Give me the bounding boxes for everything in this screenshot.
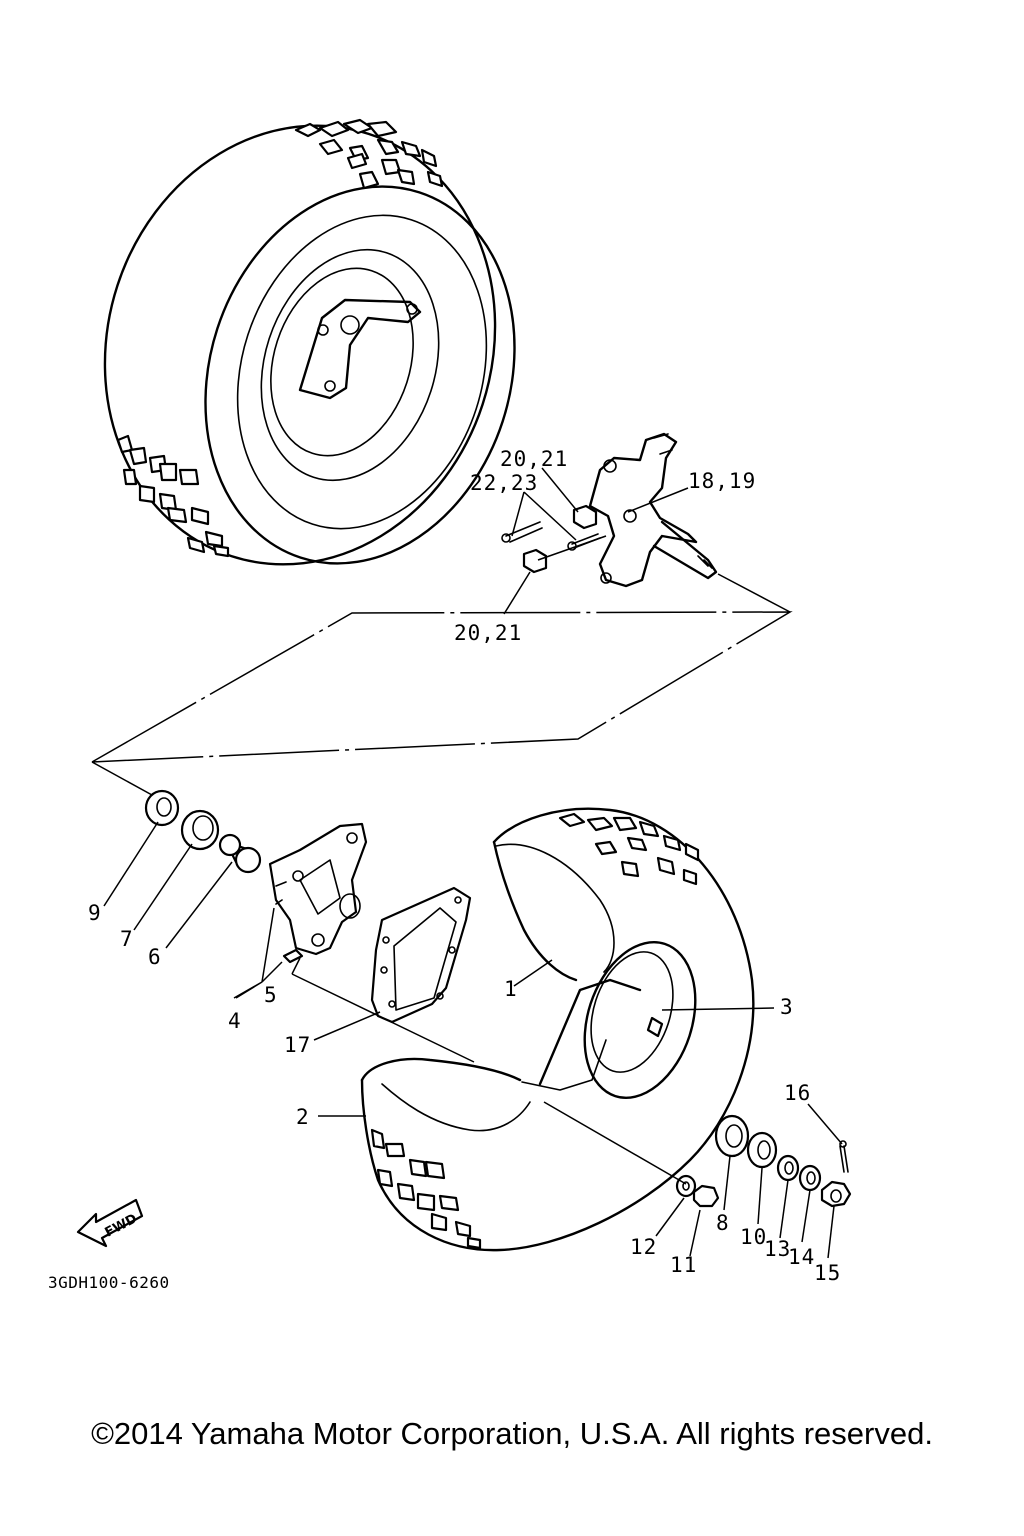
callout-8: 8 xyxy=(716,1211,730,1235)
diagram-code: 3GDH100-6260 xyxy=(48,1273,170,1292)
washer-13 xyxy=(776,1154,800,1182)
callout-20-21-top: 20,21 xyxy=(500,447,568,471)
spacer-6 xyxy=(218,833,262,874)
assembly-line xyxy=(91,611,793,763)
leader-lines xyxy=(103,467,843,1259)
copyright-notice: ©2014 Yamaha Motor Corporation, U.S.A. A… xyxy=(91,1416,933,1451)
callout-10: 10 xyxy=(740,1225,767,1249)
castle-nut-top xyxy=(572,504,598,530)
bearing-7 xyxy=(180,809,220,851)
callout-1: 1 xyxy=(504,977,518,1001)
exploded-tire-and-rim xyxy=(360,807,755,1252)
oil-seal-10 xyxy=(746,1131,778,1169)
callout-5: 5 xyxy=(264,983,278,1007)
washer-12 xyxy=(675,1174,697,1198)
callout-3: 3 xyxy=(780,995,794,1019)
callout-9: 9 xyxy=(88,901,102,925)
callout-15: 15 xyxy=(814,1261,841,1285)
callout-22-23: 22,23 xyxy=(470,471,538,495)
callout-18-19: 18,19 xyxy=(688,469,756,493)
tread-top xyxy=(294,118,444,190)
callout-20-21-bottom: 20,21 xyxy=(454,621,522,645)
washer-14 xyxy=(798,1164,822,1192)
callout-13: 13 xyxy=(764,1237,791,1261)
stud-bolt xyxy=(282,948,304,964)
callout-11: 11 xyxy=(670,1253,697,1277)
front-hub xyxy=(268,822,368,956)
callout-17: 17 xyxy=(284,1033,311,1057)
callout-14: 14 xyxy=(788,1245,815,1269)
assembly-line-to-spindle xyxy=(717,573,791,613)
brake-disc xyxy=(370,886,472,1024)
tread-lower xyxy=(370,1128,482,1250)
callout-4: 4 xyxy=(228,1009,242,1033)
cotter-pin-16 xyxy=(839,1140,849,1173)
fwd-arrow-icon xyxy=(76,1198,144,1248)
nut-11 xyxy=(692,1184,720,1208)
bearing-8 xyxy=(714,1114,750,1158)
callout-7: 7 xyxy=(120,927,134,951)
assembly-line-to-seal xyxy=(91,761,153,796)
tread-upper xyxy=(558,812,700,886)
callout-2: 2 xyxy=(296,1105,310,1129)
axle-nut-15 xyxy=(820,1180,852,1208)
callout-16: 16 xyxy=(784,1081,811,1105)
tread-bottom xyxy=(116,434,230,558)
assembled-wheel-illustration xyxy=(103,118,516,566)
castle-nut-bottom xyxy=(522,548,548,574)
steering-knuckle-illustration xyxy=(588,432,718,588)
forward-direction-indicator: FWD xyxy=(76,1198,144,1248)
oil-seal-9 xyxy=(144,789,180,827)
callout-12: 12 xyxy=(630,1235,657,1259)
callout-6: 6 xyxy=(148,945,162,969)
callout-labels: 20,21 22,23 18,19 20,21 9 7 6 5 4 17 1 3… xyxy=(88,447,841,1285)
